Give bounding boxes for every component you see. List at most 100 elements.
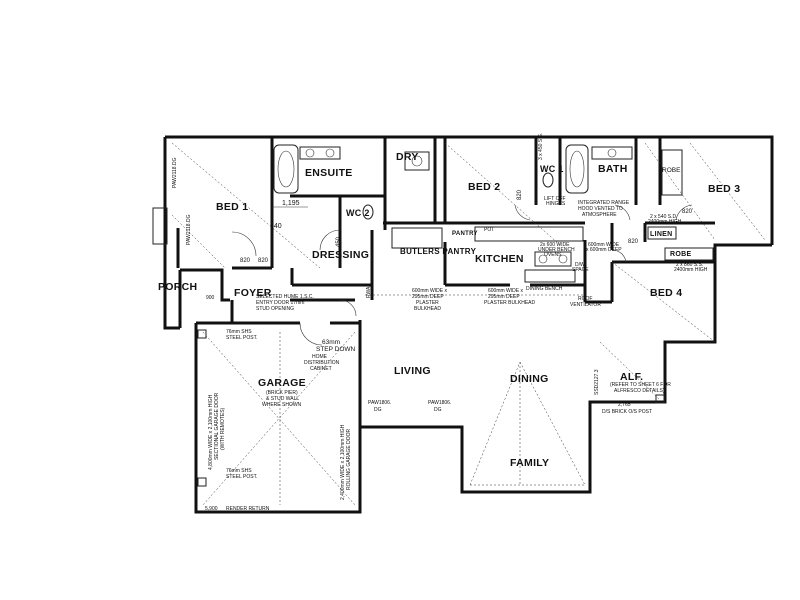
room-living: LIVING [394, 365, 431, 377]
paw-bed1-a: PAW2118.DG [172, 157, 178, 188]
ssd-door: SSD2127.3 [594, 369, 600, 395]
room-alf: ALF. [620, 371, 643, 383]
step-down: 63mm [322, 339, 340, 346]
linen-note: 2 x 540 S.D. [650, 214, 678, 220]
robe-bed4-note-2: 2400mm HIGH [674, 267, 708, 273]
roof-vent-2: VENTILATOR [570, 302, 601, 308]
dim-820-b: 820 [258, 258, 269, 264]
room-kitchen: KITCHEN [475, 253, 524, 265]
under-bench: 2x 600 WIDE [540, 242, 570, 248]
home-dist: HOME [312, 354, 328, 360]
room-robe-bed3: ROBE [662, 167, 681, 174]
wc2-toilet [362, 204, 374, 220]
robe-shelf-note: 3 x 450 S.S. [538, 133, 544, 160]
annotations: 1,195 540 820 820 820 820 820 450 900 5,… [172, 133, 708, 512]
dim-820-e: 820 [628, 239, 639, 245]
bulkhead-1d: BULKHEAD [414, 306, 441, 312]
home-dist-2: DISTRIBUTION [304, 360, 340, 366]
door-swings [231, 204, 693, 346]
dim-820-a: 820 [240, 258, 251, 264]
bulkhead-2c: PLASTER BULKHEAD [484, 300, 536, 306]
robe-bed4-note: 2 x 860 S.S. [676, 262, 703, 268]
lift-off: LIFT OFF [544, 196, 566, 202]
under-bench-3: OVENS [544, 252, 562, 258]
room-porch: PORCH [158, 281, 197, 293]
alf-sub: (REFER TO SHEET 6 FOR [610, 382, 671, 388]
garage-post-2 [197, 477, 207, 487]
kitchen-bench [474, 226, 584, 242]
shs-post-2b: STEEL POST. [226, 474, 258, 480]
bath-vanity [591, 146, 633, 160]
room-family: FAMILY [510, 457, 549, 469]
exterior-walls [163, 135, 774, 514]
room-robe: ROBE [670, 251, 691, 258]
step-down-2: STEP DOWN [316, 346, 356, 353]
range-hood-2: HOOD VENTED TO [578, 206, 623, 212]
garage-door-b: 2,400mm WIDE x 2,100mm HIGH [340, 424, 346, 500]
wc1-toilet [542, 172, 554, 188]
paw-bed1-b: PAW2118.DG [186, 214, 192, 245]
bulkhead-2: 600mm WIDE x [488, 288, 524, 294]
dw-space-2: SPACE [572, 267, 589, 273]
entry-door-note-2: ENTRY DOOR 17mm [256, 300, 304, 306]
ensuite-bath [273, 144, 299, 194]
room-dining: DINING [510, 373, 549, 385]
dim-820-c: 820 [517, 189, 523, 200]
room-foyer: FOYER [234, 287, 272, 299]
bulkhead-2b: 295mm DEEP [488, 294, 520, 300]
room-dressing: DRESSING [312, 249, 369, 261]
home-dist-3: CABINET [310, 366, 332, 372]
porch-pier [152, 207, 168, 245]
dim-1195: 1,195 [282, 200, 300, 207]
range-hood-3: ATMOSPHERE [582, 212, 617, 218]
room-dry: DRY [396, 151, 419, 163]
ensuite-vanity [299, 146, 341, 160]
room-bed1: BED 1 [216, 201, 248, 213]
robe-bed3-shelves [661, 149, 683, 196]
wall-oven-2: x 600mm DEEP [586, 247, 622, 253]
dim-2765: 2,765 [618, 402, 631, 408]
room-linen: LINEN [650, 231, 673, 238]
room-wc1: WC 1 [540, 164, 564, 174]
dw-space: D/W [575, 262, 585, 268]
room-pantry: PANTRY [452, 231, 478, 237]
bulkhead-1b: 295mm DEEP [412, 294, 444, 300]
range-hood: INTEGRATED RANGE [578, 200, 630, 206]
shs-post-2: 76mm SHS [226, 468, 252, 474]
room-labels: BED 1 ENSUITE WC 2 DRY BED 2 WC 1 BATH B… [158, 151, 740, 469]
fixtures [152, 144, 714, 487]
bath-tub [565, 144, 589, 194]
linen-note-2: 2400mm HIGH [648, 219, 682, 225]
lift-off-2: HINGES [546, 201, 566, 207]
under-bench-2: UNDER BENCH [538, 247, 575, 253]
room-bed2: BED 2 [468, 181, 500, 193]
render-return: RENDER RETURN [226, 506, 270, 512]
dim-820-d: 820 [682, 209, 693, 215]
roof-vent: ROOF [578, 296, 592, 302]
room-ensuite: ENSUITE [305, 167, 353, 179]
paw-living-a2: DG [374, 407, 382, 413]
pot-label: POT [484, 227, 494, 233]
room-bath: BATH [598, 163, 628, 175]
interior-walls [176, 137, 715, 325]
kitchen-island [524, 269, 576, 283]
wall-oven: 600mm WIDE [588, 242, 620, 248]
dim-5900: 5,900 [205, 506, 218, 512]
dining-bench: DINING BENCH [526, 286, 563, 292]
garage-sub: (BRICK PIER) [266, 390, 298, 396]
bulkhead-1: 600mm WIDE x [412, 288, 448, 294]
roof-hip-lines [171, 142, 766, 506]
alf-post [655, 394, 665, 404]
entry-door-note-3: STUD OPENING [256, 306, 294, 312]
garage-door-a3: (WITH REMOTES) [220, 407, 226, 450]
dim-900: 900 [206, 295, 215, 301]
entry-door-note: SELECTED HUME 1.S.C. [256, 294, 314, 300]
linen-shelves [647, 226, 677, 240]
room-wc2: WC 2 [346, 208, 370, 218]
garage-sub-3: WHERE SHOWN [262, 402, 302, 408]
garage-door-a2: SECTIONAL GARAGE DOOR [214, 392, 220, 460]
shs-post-1: 76mm SHS [226, 329, 252, 335]
garage-post-1 [197, 329, 207, 339]
dim-540: 540 [270, 223, 282, 230]
